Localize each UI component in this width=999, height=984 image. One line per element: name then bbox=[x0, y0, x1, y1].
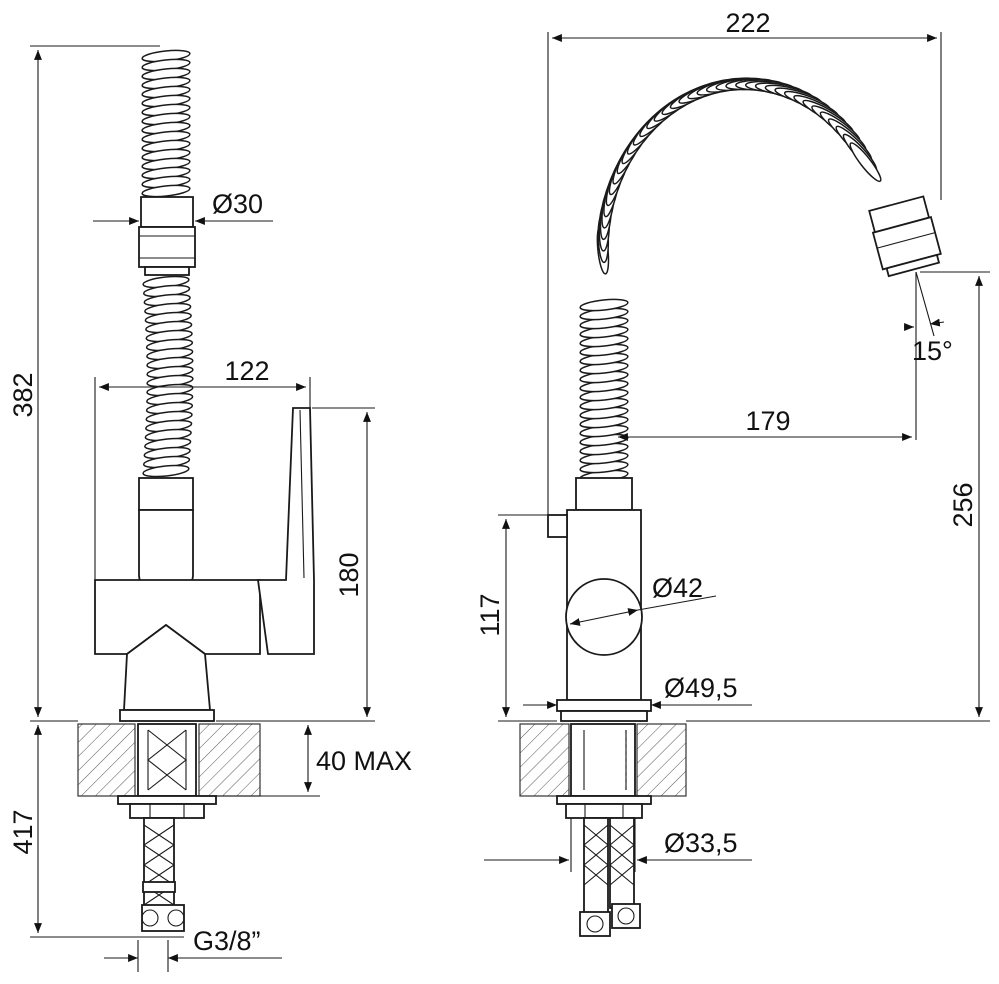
dim-179: 179 bbox=[618, 406, 912, 441]
dim-diameter-33-5-label: Ø33,5 bbox=[664, 828, 738, 858]
dim-256-label: 256 bbox=[948, 482, 978, 527]
front-spray-head bbox=[138, 196, 196, 276]
dim-diameter-33-5: Ø33,5 bbox=[484, 818, 752, 872]
hose-coil-ring bbox=[142, 464, 190, 478]
front-mounting-nut bbox=[117, 795, 217, 819]
dim-180-label: 180 bbox=[334, 552, 364, 597]
dim-122: 122 bbox=[94, 356, 311, 580]
dim-382: 382 bbox=[8, 45, 160, 722]
dim-thread: G3/8” bbox=[104, 926, 282, 972]
dim-diameter-49-5-label: Ø49,5 bbox=[664, 673, 738, 703]
front-hose-upper bbox=[141, 49, 191, 198]
dim-diameter-30-label: Ø30 bbox=[212, 189, 263, 219]
side-mounting-nut bbox=[556, 795, 652, 819]
dim-417-label: 417 bbox=[8, 809, 38, 854]
dim-diameter-42: Ø42 bbox=[569, 573, 717, 626]
side-hose-coil bbox=[579, 77, 882, 483]
dim-angle-label: 15° bbox=[912, 336, 953, 366]
hose-coil-ring bbox=[579, 298, 629, 312]
dim-diameter-30: Ø30 bbox=[93, 189, 273, 225]
hose-coil-ring bbox=[849, 142, 882, 183]
dim-angle: 15° bbox=[904, 271, 953, 440]
dim-diameter-42-label: Ø42 bbox=[652, 573, 703, 603]
front-view: 382 Ø30 122 180 40 MAX bbox=[8, 45, 412, 972]
dim-179-label: 179 bbox=[745, 406, 790, 436]
dim-180: 180 bbox=[216, 407, 375, 722]
front-hose-lower bbox=[142, 275, 194, 478]
side-spray-head bbox=[868, 195, 942, 278]
side-view: 222 15° 179 256 117 bbox=[475, 8, 990, 937]
side-supply-hoses bbox=[579, 817, 641, 937]
front-column bbox=[138, 477, 194, 596]
dim-256: 256 bbox=[686, 271, 990, 722]
dim-117-label: 117 bbox=[475, 593, 505, 636]
dim-40-max-label: 40 MAX bbox=[316, 746, 412, 776]
side-column bbox=[547, 477, 652, 722]
hose-coil-ring bbox=[141, 184, 191, 198]
dim-diameter-49-5: Ø49,5 bbox=[523, 673, 752, 709]
dim-thread-label: G3/8” bbox=[193, 926, 261, 956]
dim-222-label: 222 bbox=[725, 8, 770, 38]
front-lever bbox=[256, 407, 315, 655]
dim-40-max: 40 MAX bbox=[216, 720, 412, 797]
dim-222: 222 bbox=[547, 8, 942, 515]
dim-117: 117 bbox=[475, 514, 557, 722]
dim-417: 417 bbox=[8, 725, 184, 938]
front-deck bbox=[77, 723, 261, 797]
front-supply-hoses bbox=[141, 817, 185, 932]
dim-122-label: 122 bbox=[224, 356, 269, 386]
dim-382-label: 382 bbox=[8, 372, 38, 417]
side-deck bbox=[519, 723, 687, 797]
front-mixer-body bbox=[94, 579, 261, 722]
